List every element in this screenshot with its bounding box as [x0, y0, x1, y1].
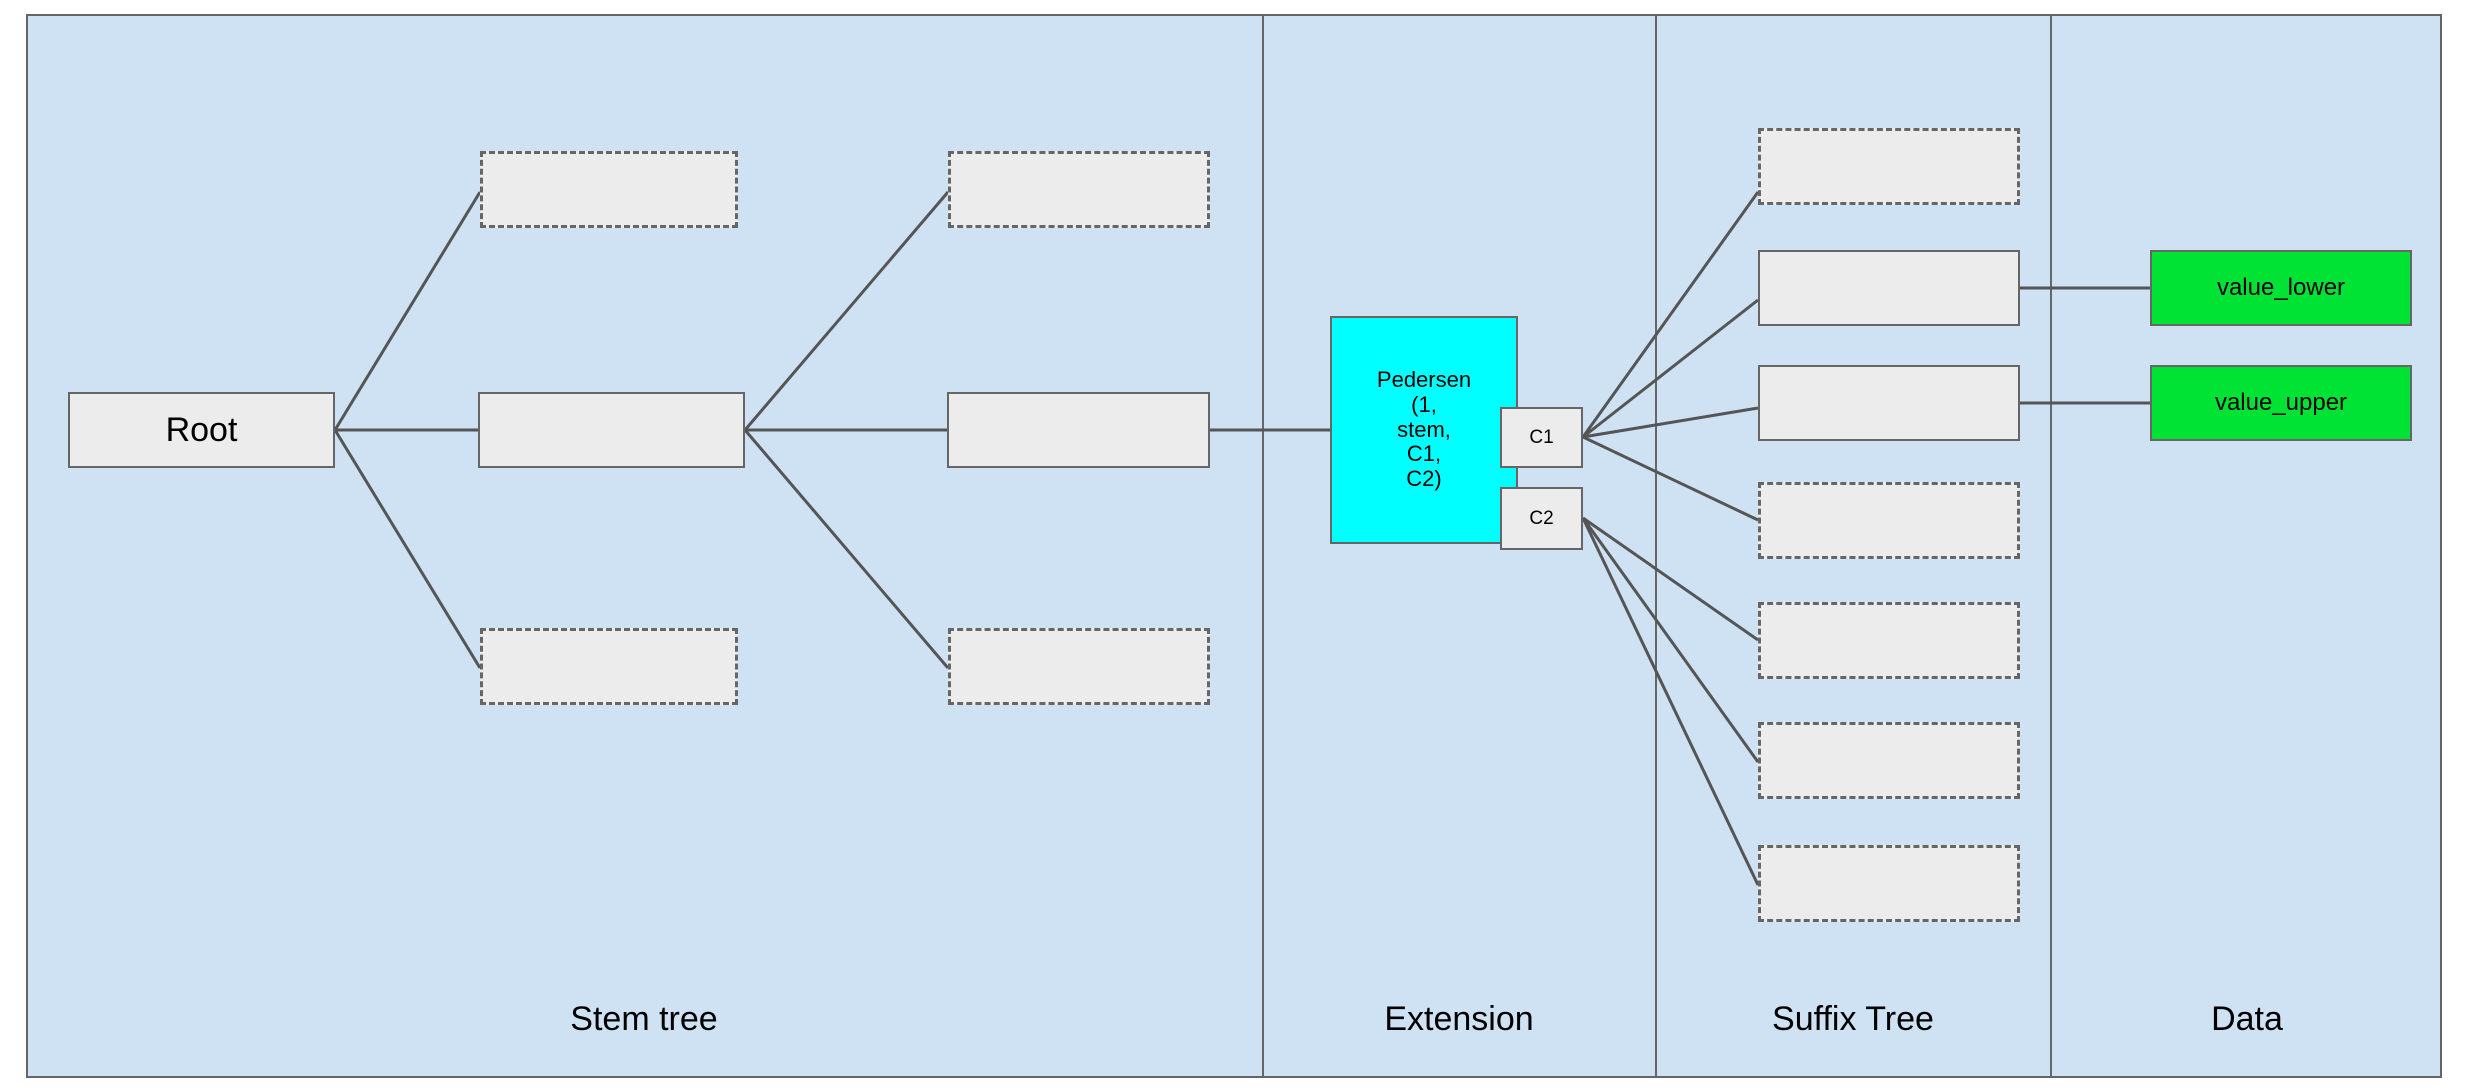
node-suffix-3[interactable]: [1758, 365, 2020, 441]
node-stem-mid-2[interactable]: [947, 392, 1210, 468]
node-pedersen-commitment[interactable]: Pedersen (1, stem, C1, C2): [1330, 316, 1518, 544]
node-suffix-1[interactable]: [1758, 128, 2020, 205]
panel-divider-1: [1262, 16, 1264, 1076]
pedersen-line-4: C1,: [1406, 441, 1442, 467]
panel-divider-3: [2050, 16, 2052, 1076]
node-suffix-2[interactable]: [1758, 250, 2020, 326]
node-value-lower[interactable]: value_lower: [2150, 250, 2412, 326]
node-stem-lower-2[interactable]: [948, 628, 1210, 705]
panel-label-stem-tree: Stem tree: [570, 1000, 718, 1038]
node-commitment-c2[interactable]: C2: [1500, 487, 1583, 550]
pedersen-line-1: Pedersen: [1376, 367, 1472, 393]
node-stem-lower-1[interactable]: [480, 628, 738, 705]
panel-label-extension: Extension: [1384, 1000, 1534, 1038]
node-suffix-5[interactable]: [1758, 602, 2020, 679]
node-stem-upper-2[interactable]: [948, 151, 1210, 228]
node-stem-upper-1[interactable]: [480, 151, 738, 228]
panel-label-suffix-tree: Suffix Tree: [1772, 1000, 1934, 1038]
panel-stem-tree: [26, 14, 2442, 1078]
node-value-upper[interactable]: value_upper: [2150, 365, 2412, 441]
panel-divider-2: [1655, 16, 1657, 1076]
node-root[interactable]: Root: [68, 392, 335, 468]
pedersen-line-2: (1,: [1411, 392, 1437, 418]
pedersen-line-3: stem,: [1397, 416, 1451, 442]
node-suffix-6[interactable]: [1758, 722, 2020, 799]
node-commitment-c1[interactable]: C1: [1500, 407, 1583, 468]
node-stem-mid-1[interactable]: [478, 392, 745, 468]
pedersen-line-5: C2): [1406, 465, 1442, 491]
node-suffix-4[interactable]: [1758, 482, 2020, 559]
node-suffix-7[interactable]: [1758, 845, 2020, 922]
panel-label-data: Data: [2211, 1000, 2283, 1038]
